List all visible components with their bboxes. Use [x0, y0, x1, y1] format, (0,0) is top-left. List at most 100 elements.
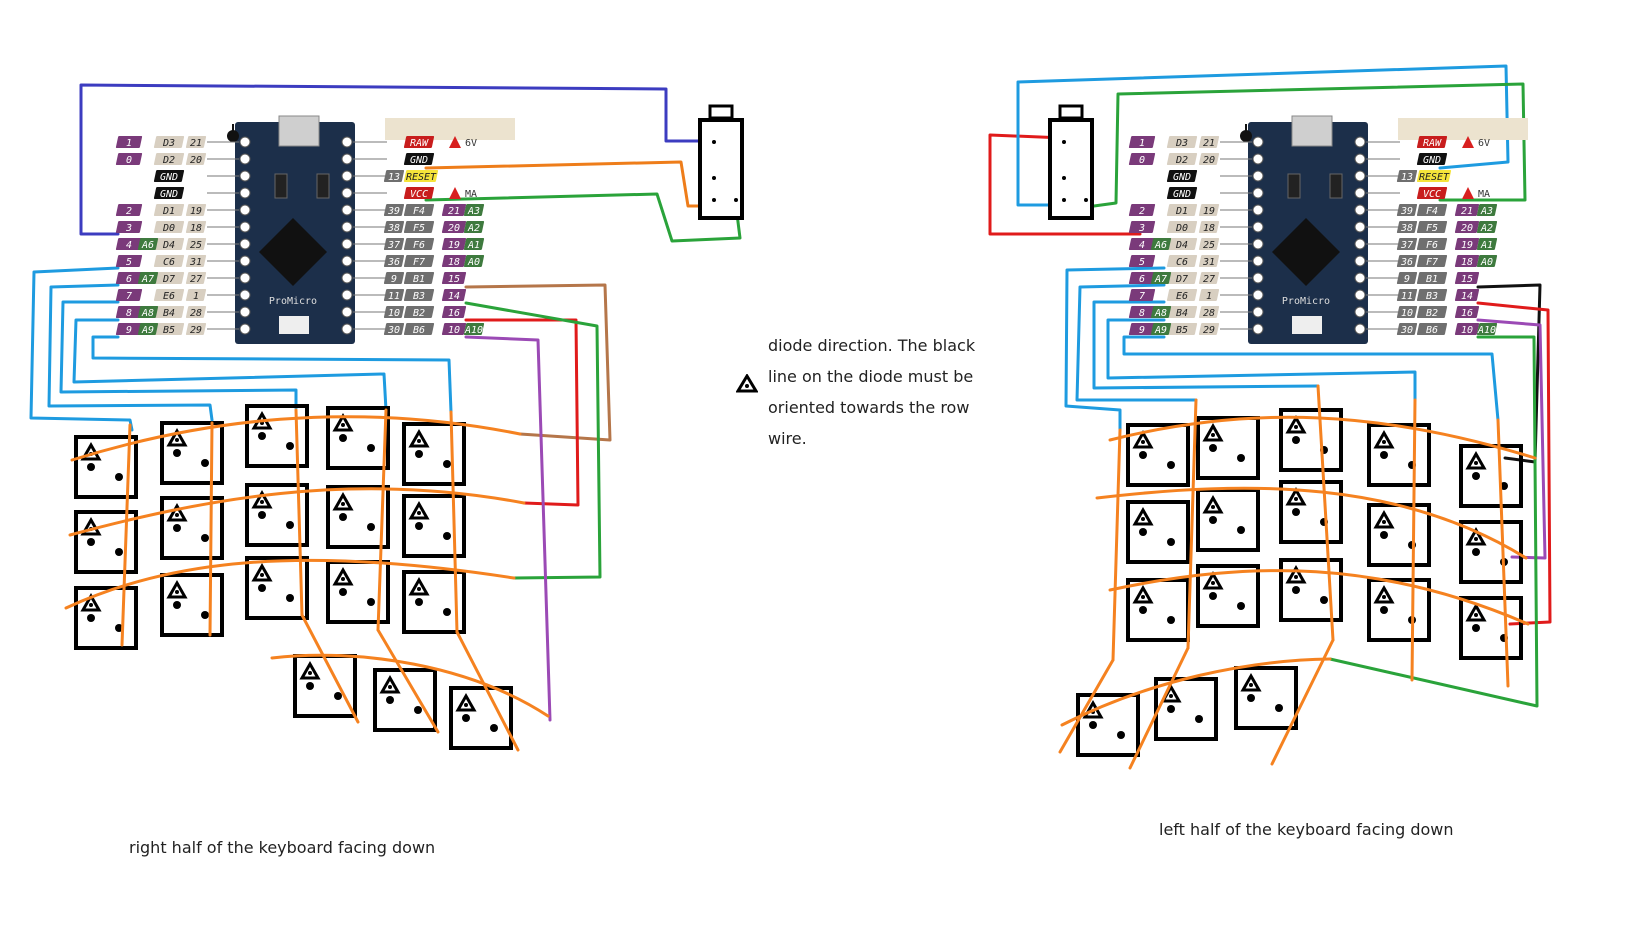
switch-pin	[1472, 548, 1480, 556]
pin-label-port: B5	[1166, 323, 1198, 336]
key-switch-outline	[74, 435, 138, 499]
pin-label-port-bg	[1416, 153, 1448, 165]
pin-label-port-text: F4	[1426, 206, 1438, 217]
microcontroller-chip	[259, 218, 327, 286]
pin-label-number-text: 13	[1401, 172, 1413, 183]
pin-label-port-text: GND	[1423, 155, 1441, 166]
pin-label-number-bg	[1396, 306, 1418, 318]
switch-pin	[173, 449, 181, 457]
pin-label-port-text: C6	[163, 257, 175, 268]
diode-dot	[1169, 694, 1173, 698]
row-wire-1	[464, 283, 612, 442]
diode-dot	[1294, 425, 1298, 429]
pin-label-arduino-bg	[185, 323, 207, 335]
pin-label-arduino: 10	[1454, 323, 1480, 336]
pin-label-port-text: GND	[410, 155, 428, 166]
pin-label-port-text: D3	[162, 138, 175, 149]
key-switch-outline	[160, 573, 224, 637]
pin-label-arduino-text: 21	[1203, 138, 1215, 149]
pin-label-analog-text: A8	[1154, 308, 1167, 319]
key-switch	[1154, 677, 1218, 741]
column-wire-segment	[1128, 646, 1190, 770]
pin-label-number: 38	[1396, 221, 1418, 234]
pin-label-arduino-bg	[1198, 221, 1220, 233]
column-wire	[47, 283, 214, 422]
pin-label-port-text: B6	[1426, 325, 1438, 336]
pin-label-port-text: B2	[413, 308, 425, 319]
pin-label-port: GND	[1166, 187, 1198, 200]
switch-pin	[1167, 538, 1175, 546]
diode-dot	[341, 423, 345, 427]
pin-label-number: 36	[383, 255, 405, 268]
pin-label-port: F6	[403, 238, 435, 251]
switch-pin	[1209, 444, 1217, 452]
pin-label-port: D1	[1166, 204, 1198, 217]
key-switch	[1126, 578, 1190, 642]
pin-label-port-text: RAW	[410, 138, 429, 149]
pin-label-number-text: 2	[1139, 206, 1145, 217]
pin-label-arduino-bg	[1198, 136, 1220, 148]
switch-pin	[1275, 704, 1283, 712]
row-wire-bottom	[64, 558, 516, 610]
pin-label-port-text: F6	[1426, 240, 1438, 251]
pin-label-analog: A10	[463, 323, 485, 336]
pin-label-number: 3	[115, 221, 143, 234]
pin-label-number: 9	[1396, 272, 1418, 285]
pin-label-port: E6	[1166, 289, 1198, 302]
board-pin	[1354, 221, 1366, 233]
pin-label-port: B3	[1416, 289, 1448, 302]
pin-label-port-bg	[1166, 204, 1198, 216]
pin-label-arduino-bg	[185, 136, 207, 148]
pin-label-port-bg	[1416, 187, 1448, 199]
pin-label-arduino-text: 10	[1461, 325, 1473, 336]
pin-label-port-text: D7	[162, 274, 175, 285]
gnd-wire	[424, 160, 705, 208]
board-pin	[1252, 136, 1264, 148]
key-switch-outline	[1279, 558, 1343, 622]
pin-label-number-text: 11	[1401, 291, 1413, 302]
pin-label-arduino: 18	[185, 221, 207, 234]
pin-label-number: 0	[1128, 153, 1156, 166]
switch-pin	[367, 523, 375, 531]
pin-label-number-bg	[1128, 306, 1156, 318]
board-pin	[1354, 306, 1366, 318]
pin-label-port: D3	[153, 136, 185, 149]
pin-label-number-bg	[1128, 289, 1156, 301]
pin-label-analog-bg	[1150, 306, 1172, 318]
pin-label-number-text: 3	[125, 223, 132, 234]
column-wire	[72, 318, 388, 412]
key-switch-outline	[245, 483, 309, 547]
switch-pin	[462, 714, 470, 722]
pin-label-arduino-bg	[1198, 238, 1220, 250]
pin-label-number-text: 36	[387, 257, 400, 268]
pin-label-port-bg	[1166, 289, 1198, 301]
diode-dot	[388, 685, 392, 689]
board-pin	[1354, 238, 1366, 250]
board-pin	[239, 255, 251, 267]
pin-label-analog: A0	[1476, 255, 1498, 268]
switch-pin	[1292, 586, 1300, 594]
key-switch	[1279, 408, 1343, 472]
diode-dot	[1474, 613, 1478, 617]
pin-label-port: GND	[1416, 153, 1448, 166]
pin-label-analog-text: A2	[1480, 223, 1493, 234]
pin-label-arduino: 28	[185, 306, 207, 319]
switch-pin	[1237, 526, 1245, 534]
pin-label-arduino: 1	[1198, 289, 1220, 302]
key-switch	[74, 586, 138, 650]
pin-label-port-text: VCC	[1423, 189, 1441, 200]
key-switch	[245, 483, 309, 547]
switch-pin	[1472, 472, 1480, 480]
switch-pin	[1292, 508, 1300, 516]
board-pin	[239, 306, 251, 318]
pin-label-number: 7	[115, 289, 143, 302]
pin-label-analog-text: A1	[467, 240, 480, 251]
diode-dot	[1382, 520, 1386, 524]
pin-label-number-bg	[1396, 204, 1418, 216]
column-wire	[1122, 335, 1500, 422]
row-wire-2	[464, 318, 580, 507]
pin-label-port: F4	[403, 204, 435, 217]
pin-label-number-text: 5	[126, 257, 132, 268]
pin-label-port-text: D1	[162, 206, 175, 217]
pin-label-analog-bg	[1150, 272, 1172, 284]
